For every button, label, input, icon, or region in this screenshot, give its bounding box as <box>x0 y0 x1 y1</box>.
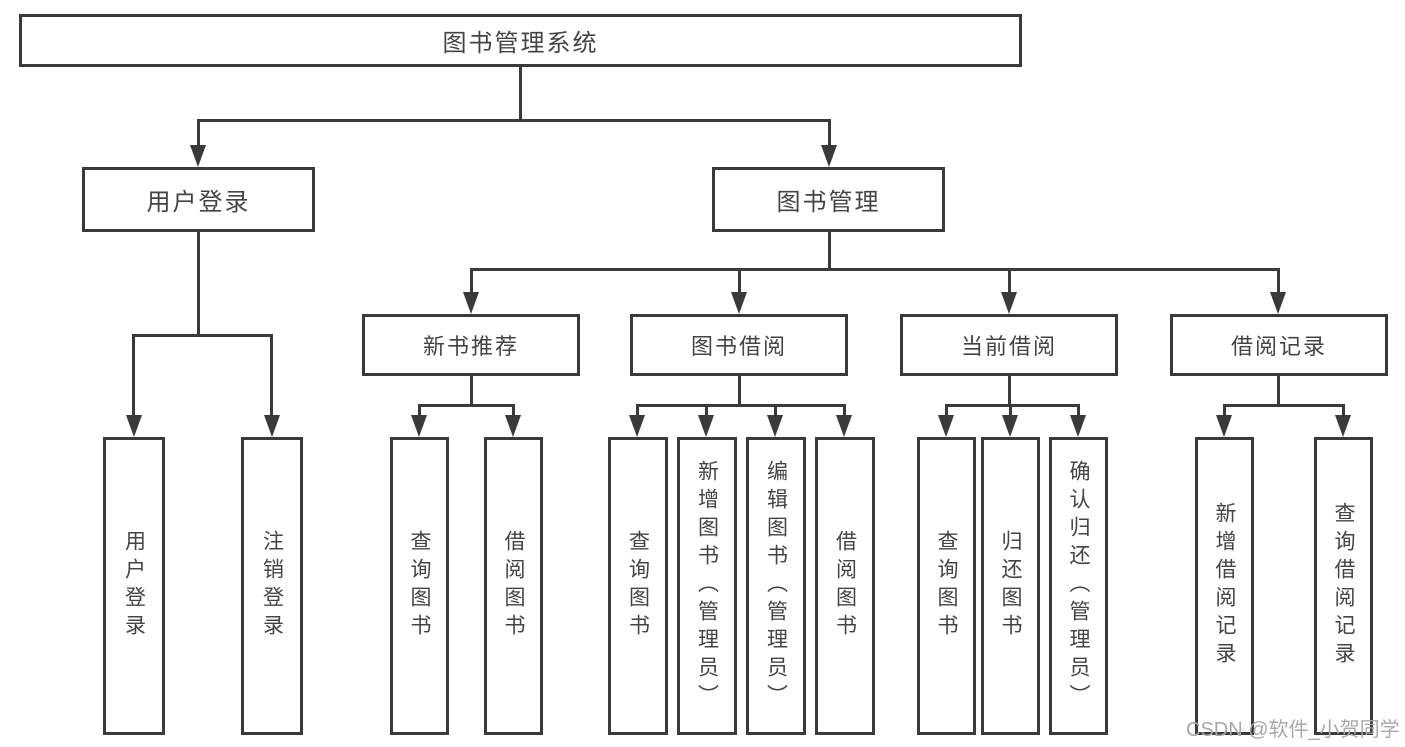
leaf-query-books-recommend: 查询图书 <box>390 437 449 735</box>
connector-line <box>1277 268 1280 294</box>
leaf-add-borrow-record: 新增借阅记录 <box>1195 437 1254 735</box>
leaf-user-login-label: 用户登录 <box>122 530 146 642</box>
leaf-query-books-recommend-label: 查询图书 <box>408 530 431 642</box>
connector-line <box>470 268 1280 271</box>
arrow-down-icon <box>938 415 954 437</box>
connector-line <box>1008 268 1011 294</box>
leaf-query-books-current: 查询图书 <box>917 437 976 735</box>
leaf-query-borrow-record: 查询借阅记录 <box>1314 437 1373 735</box>
leaf-add-book-admin-label: 新增图书（管理员） <box>695 460 719 712</box>
watermark: CSDN @软件_小贺同学 <box>1186 719 1400 741</box>
leaf-borrow-books-borrow: 借阅图书 <box>815 437 875 735</box>
leaf-borrow-books-borrow-label: 借阅图书 <box>833 530 857 642</box>
arrow-down-icon <box>1335 415 1351 437</box>
connector-line <box>470 268 473 294</box>
node-user-login: 用户登录 <box>82 167 315 232</box>
arrow-down-icon <box>1070 415 1086 437</box>
node-book-borrow-label: 图书借阅 <box>690 334 787 359</box>
leaf-query-books-current-label: 查询图书 <box>935 530 958 642</box>
connector-line <box>1223 404 1226 417</box>
connector-line <box>1277 376 1280 406</box>
arrow-down-icon <box>126 415 142 437</box>
connector-line <box>636 404 639 417</box>
connector-line <box>636 404 846 407</box>
connector-line <box>774 404 777 417</box>
connector-line <box>1342 404 1345 417</box>
connector-line <box>738 376 741 406</box>
connector-line <box>519 67 522 121</box>
leaf-query-borrow-record-label: 查询借阅记录 <box>1332 502 1355 670</box>
leaf-confirm-return-admin-label: 确认归还（管理员） <box>1067 460 1090 712</box>
connector-line <box>1223 404 1344 407</box>
arrow-down-icon <box>1001 292 1017 314</box>
node-current-borrow-label: 当前借阅 <box>960 334 1057 359</box>
node-root-label: 图书管理系统 <box>442 30 599 57</box>
node-new-book-recommend-label: 新书推荐 <box>422 334 519 359</box>
connector-line <box>470 376 473 406</box>
arrow-down-icon <box>629 415 645 437</box>
arrow-down-icon <box>1002 415 1018 437</box>
connector-line <box>738 268 741 294</box>
connector-line <box>1077 404 1080 417</box>
arrow-down-icon <box>821 145 837 167</box>
arrow-down-icon <box>1216 415 1232 437</box>
arrow-down-icon <box>463 292 479 314</box>
leaf-return-book-label: 归还图书 <box>999 530 1022 642</box>
leaf-logout: 注销登录 <box>241 437 303 735</box>
connector-line <box>270 334 273 417</box>
arrow-down-icon <box>698 415 714 437</box>
arrow-down-icon <box>264 415 280 437</box>
connector-line <box>828 232 831 270</box>
connector-line <box>843 404 846 417</box>
arrow-down-icon <box>836 415 852 437</box>
node-book-management: 图书管理 <box>712 167 945 232</box>
arrow-down-icon <box>190 145 206 167</box>
connector-line <box>512 404 515 417</box>
arrow-down-icon <box>1270 292 1286 314</box>
leaf-edit-book-admin: 编辑图书（管理员） <box>746 437 806 735</box>
arrow-down-icon <box>767 415 783 437</box>
connector-line <box>418 404 515 407</box>
connector-line <box>1009 404 1012 417</box>
leaf-borrow-books-recommend-label: 借阅图书 <box>502 530 525 642</box>
connector-line <box>132 334 272 337</box>
leaf-add-book-admin: 新增图书（管理员） <box>677 437 737 735</box>
connector-line <box>705 404 708 417</box>
connector-line <box>197 119 831 122</box>
arrow-down-icon <box>505 415 521 437</box>
connector-line <box>132 334 135 417</box>
connector-line <box>945 404 1080 407</box>
arrow-down-icon <box>411 415 427 437</box>
connector-line <box>197 232 200 337</box>
node-borrow-records-label: 借阅记录 <box>1230 334 1327 359</box>
leaf-logout-label: 注销登录 <box>260 530 284 642</box>
node-book-management-label: 图书管理 <box>776 189 881 216</box>
connector-line <box>1008 376 1011 406</box>
node-book-borrow: 图书借阅 <box>630 314 848 376</box>
node-new-book-recommend: 新书推荐 <box>362 314 580 376</box>
node-borrow-records: 借阅记录 <box>1170 314 1388 376</box>
node-root: 图书管理系统 <box>19 14 1022 67</box>
node-current-borrow: 当前借阅 <box>900 314 1118 376</box>
leaf-borrow-books-recommend: 借阅图书 <box>484 437 543 735</box>
connector-line <box>828 119 831 148</box>
connector-line <box>418 404 421 417</box>
leaf-query-books-borrow: 查询图书 <box>608 437 668 735</box>
leaf-edit-book-admin-label: 编辑图书（管理员） <box>764 460 788 712</box>
connector-line <box>945 404 948 417</box>
leaf-confirm-return-admin: 确认归还（管理员） <box>1049 437 1108 735</box>
leaf-return-book: 归还图书 <box>981 437 1040 735</box>
node-user-login-label: 用户登录 <box>146 189 251 216</box>
connector-line <box>197 119 200 148</box>
arrow-down-icon <box>731 292 747 314</box>
leaf-user-login: 用户登录 <box>103 437 165 735</box>
leaf-query-books-borrow-label: 查询图书 <box>626 530 650 642</box>
leaf-add-borrow-record-label: 新增借阅记录 <box>1213 502 1236 670</box>
